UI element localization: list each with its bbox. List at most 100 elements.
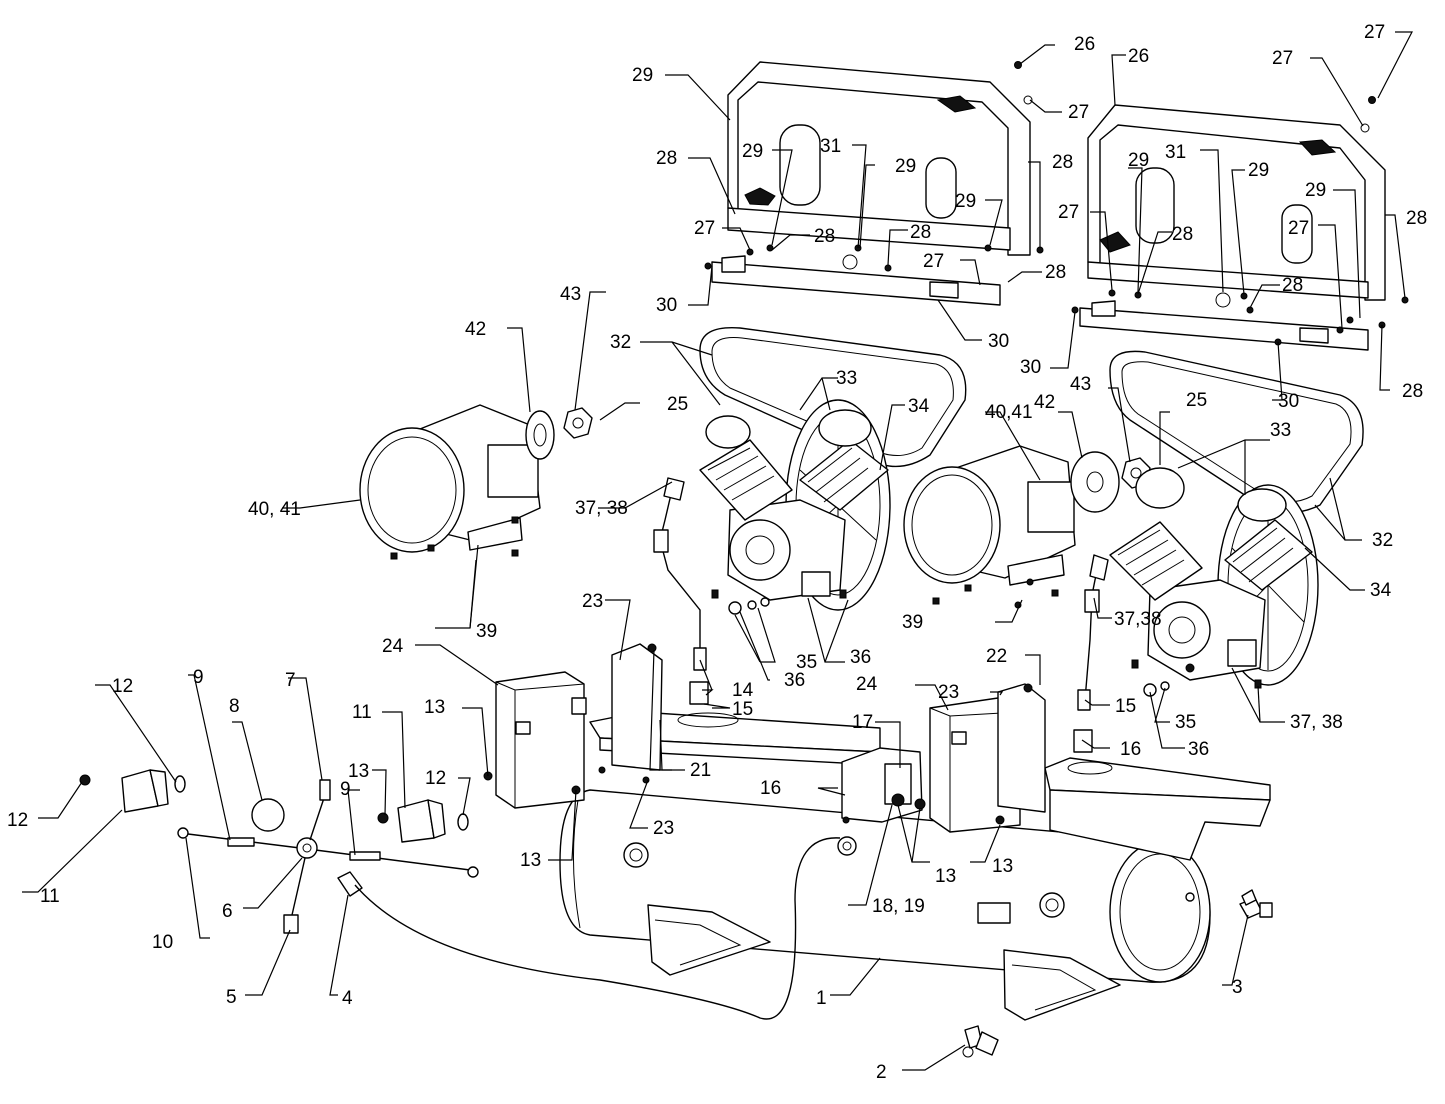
callout-5: 5 <box>226 987 237 1008</box>
callout-25: 29 <box>632 65 653 86</box>
callout-36: 36 <box>1188 739 1209 760</box>
callout-30: 30 <box>1020 357 1041 378</box>
callout-11: 11 <box>352 702 372 723</box>
belt-guard-left <box>727 61 1031 256</box>
callout-4: 4 <box>342 988 353 1009</box>
callout-6: 6 <box>222 901 233 922</box>
callout-13: 13 <box>424 697 445 718</box>
callout-15: 16 <box>1120 739 1141 760</box>
callout-21: 23 <box>582 591 603 612</box>
callout-28: 28 <box>1172 224 1193 245</box>
callout-43: 42 <box>465 319 486 340</box>
callout-39: 37, 38 <box>575 498 628 519</box>
callout-11: 11 <box>40 886 60 907</box>
callout-34: 34 <box>908 396 930 417</box>
callout-3: 3 <box>1232 977 1243 998</box>
callout-28: 28 <box>656 148 677 169</box>
belt-guard-bracket-right <box>1079 300 1369 351</box>
callout-28: 28 <box>1052 152 1073 173</box>
callout-1: 1 <box>816 988 827 1009</box>
hardware-fasteners <box>483 61 1409 825</box>
callout-30: 30 <box>656 295 677 316</box>
belt-guard-bracket-left <box>711 255 1001 306</box>
callout-23: 24 <box>382 636 404 657</box>
callout-27: 27 <box>694 218 715 239</box>
starter-box-left <box>495 671 587 809</box>
callout-20: 22 <box>986 646 1007 667</box>
callout-32: 32 <box>1372 530 1393 551</box>
callout-40-41: 39 <box>902 612 923 633</box>
callout-20: 21 <box>690 760 711 781</box>
service-valve <box>1239 889 1273 919</box>
callout-44: 43 <box>1070 374 1091 395</box>
callout-8: 8 <box>229 696 240 717</box>
callout-26: 27 <box>1364 22 1385 43</box>
pressure-switch-right <box>377 799 469 843</box>
callout-28: 28 <box>910 222 931 243</box>
callout-32: 32 <box>610 332 631 353</box>
callout-29: 29 <box>1128 150 1149 171</box>
belt-guard-right <box>1087 104 1386 301</box>
callout-12: 12 <box>425 768 446 789</box>
callout-33: 33 <box>1270 420 1291 441</box>
base-plate-right <box>1044 757 1271 861</box>
callout-27: 27 <box>1288 218 1309 239</box>
callout-35: 35 <box>796 652 817 673</box>
callout-31: 31 <box>820 136 841 157</box>
motor-pulley-left <box>563 407 593 439</box>
callout-40-41: 39 <box>476 621 497 642</box>
callout-42: 40, 41 <box>248 499 301 520</box>
callout-18-19: 18, 19 <box>872 896 925 917</box>
callout-24: 25 <box>1186 390 1207 411</box>
callout-43: 42 <box>1034 392 1055 413</box>
callout-27: 27 <box>1272 48 1293 69</box>
callout-36: 36 <box>784 670 805 691</box>
motor-left <box>359 404 555 560</box>
callout-14: 14 <box>732 680 754 701</box>
mount-bracket-left <box>598 643 663 784</box>
callout-25: 26 <box>1128 46 1149 67</box>
callout-17: 17 <box>852 712 873 733</box>
leader-lines <box>22 31 1413 1071</box>
callout-29: 29 <box>1305 180 1326 201</box>
callout-labels: 29 26 27 28 29 31 29 29 28 27 28 28 27 2… <box>7 22 1427 1083</box>
callout-7: 7 <box>285 670 296 691</box>
callout-10: 10 <box>152 932 173 953</box>
callout-30: 30 <box>1278 391 1299 412</box>
callout-27: 27 <box>923 251 944 272</box>
motor-right <box>903 445 1120 605</box>
callout-14: 15 <box>1115 696 1136 717</box>
discharge-tube-right <box>1073 554 1109 753</box>
manifold-assembly <box>177 779 479 934</box>
compressor-pump-right <box>1109 467 1319 689</box>
mount-bracket-right <box>997 683 1046 813</box>
callout-15: 15 <box>732 699 753 720</box>
callout-28: 28 <box>814 226 835 247</box>
v-belt-left <box>699 326 967 468</box>
callout-33: 33 <box>836 368 857 389</box>
v-belt-right <box>1109 350 1364 514</box>
callout-26: 26 <box>1074 34 1095 55</box>
pressure-switch-bracket <box>841 747 926 823</box>
callout-13: 13 <box>992 856 1013 877</box>
callout-37-38: 37, 38 <box>1290 712 1343 733</box>
callout-22: 23 <box>653 818 674 839</box>
callout-44: 43 <box>560 284 581 305</box>
callout-9: 9 <box>340 779 351 800</box>
callout-27: 27 <box>1068 102 1089 123</box>
tank-foot-right <box>1003 949 1121 1021</box>
callout-13: 12 <box>7 810 28 831</box>
air-hose <box>354 837 841 1020</box>
callout-29: 29 <box>895 156 916 177</box>
callout-24: 25 <box>667 394 688 415</box>
callout-30: 30 <box>988 331 1009 352</box>
callout-29: 29 <box>955 191 976 212</box>
callout-28: 28 <box>1045 262 1066 283</box>
drain-valve <box>962 1025 999 1058</box>
callout-42: 40,41 <box>985 402 1033 423</box>
compressor-pump-left <box>699 399 891 611</box>
callout-23: 24 <box>856 674 878 695</box>
discharge-tube-left <box>653 477 709 705</box>
callout-39: 37,38 <box>1114 609 1162 630</box>
callout-2: 2 <box>876 1062 887 1083</box>
